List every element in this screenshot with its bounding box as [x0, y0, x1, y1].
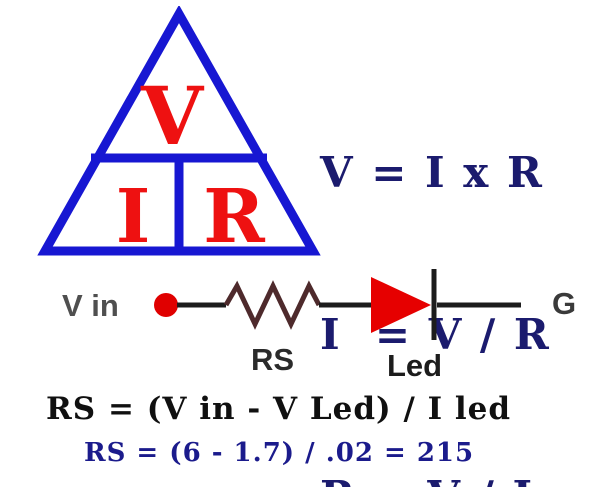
triangle-letter-v: V — [140, 69, 205, 163]
formula-resistance: R = V / I — [320, 470, 551, 487]
ground-label: G — [552, 286, 577, 321]
triangle-letter-i: I — [116, 174, 151, 260]
triangle-letter-r: R — [203, 174, 265, 260]
resistor-symbol — [223, 280, 322, 330]
vin-label: V in — [62, 288, 119, 323]
input-terminal-dot — [154, 293, 178, 317]
led-circuit-schematic — [154, 269, 521, 340]
ohms-law-triangle: V I R — [37, 6, 321, 260]
triangle-outline — [37, 6, 321, 256]
led-symbol — [371, 277, 431, 333]
formula-voltage: V = I x R — [320, 148, 544, 197]
led-label: Led — [387, 348, 443, 383]
formula-list: V = I x R I = V / R R = V / I — [320, 38, 551, 487]
rs-formula-numeric: RS = (6 - 1.7) / .02 = 215 — [84, 438, 475, 468]
resistor-label: RS — [251, 342, 295, 377]
rs-formula-symbolic: RS = (V in - V Led) / I led — [46, 391, 512, 427]
